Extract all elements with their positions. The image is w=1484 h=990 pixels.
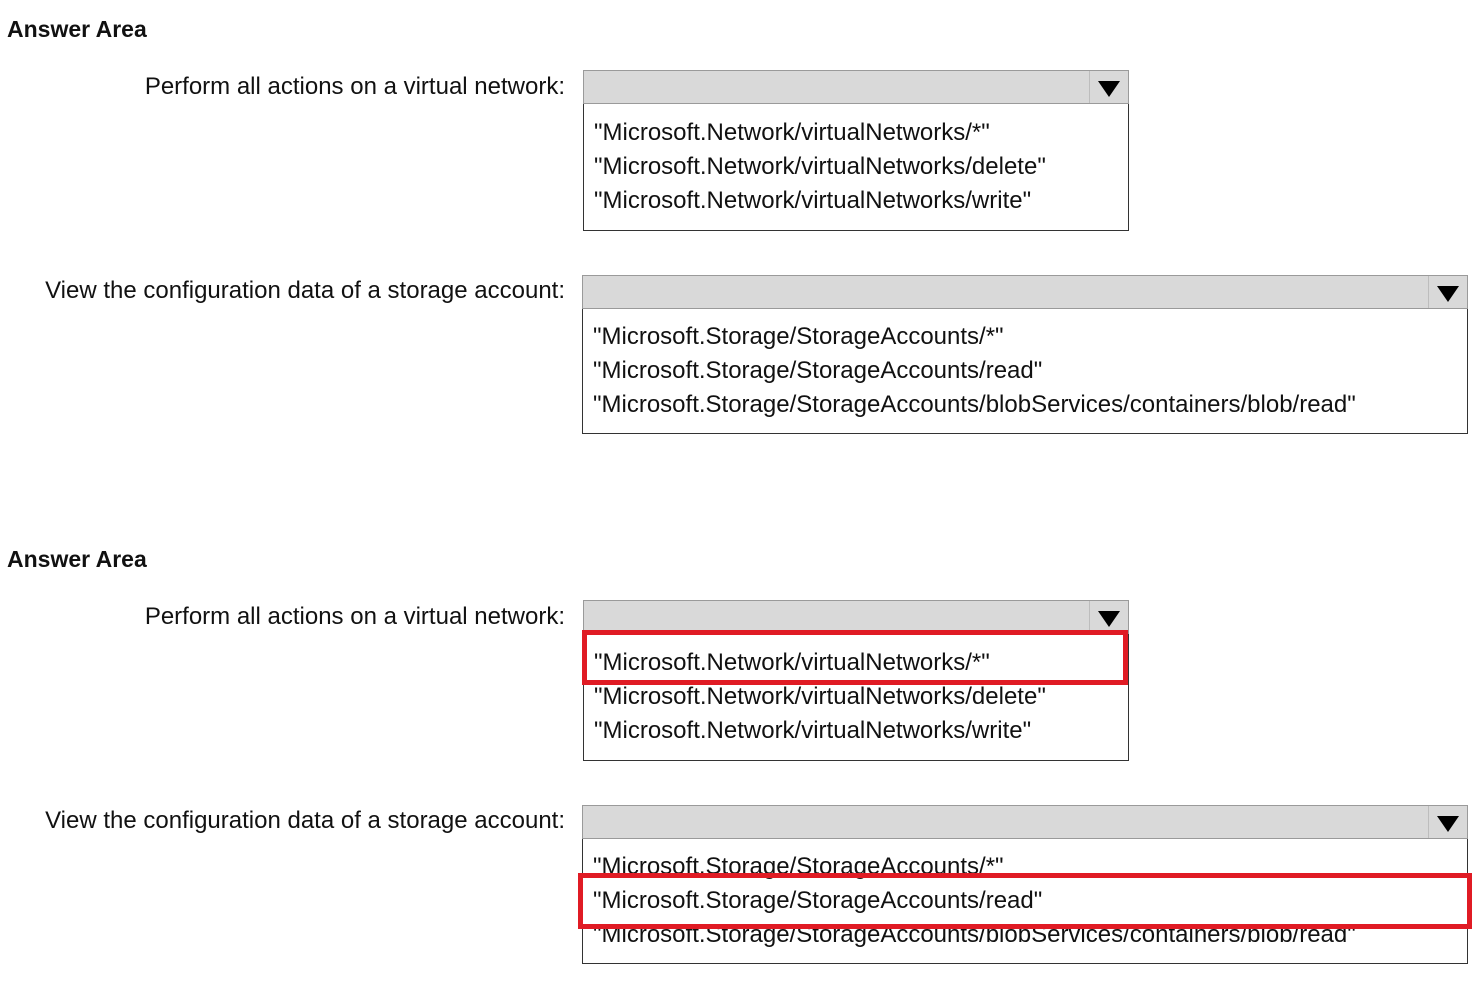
dropdown-option[interactable]: "Microsoft.Storage/StorageAccounts/read": [593, 887, 1043, 914]
dropdown-options-list: [583, 634, 1129, 761]
dropdown-option[interactable]: "Microsoft.Network/virtualNetworks/write…: [594, 717, 1032, 744]
dropdown-option[interactable]: "Microsoft.Network/virtualNetworks/delet…: [594, 683, 1046, 710]
selected-answer-highlight: [578, 873, 1472, 929]
dropdown-options-list: [583, 104, 1129, 231]
dropdown-option[interactable]: "Microsoft.Storage/StorageAccounts/*": [593, 323, 1004, 350]
question-label: Perform all actions on a virtual network…: [144, 73, 565, 100]
dropdown-select[interactable]: [582, 275, 1468, 434]
dropdown-option[interactable]: "Microsoft.Network/virtualNetworks/delet…: [594, 153, 1046, 180]
question-label: View the configuration data of a storage…: [45, 277, 565, 304]
dropdown-header[interactable]: [583, 600, 1129, 634]
dropdown-option[interactable]: "Microsoft.Network/virtualNetworks/*": [594, 649, 990, 676]
dropdown-option[interactable]: "Microsoft.Network/virtualNetworks/write…: [594, 187, 1032, 214]
dropdown-options-list: [582, 309, 1468, 434]
answer-area-title: Answer Area: [7, 16, 147, 42]
dropdown-select[interactable]: [583, 600, 1129, 761]
chevron-down-icon[interactable]: [1428, 806, 1467, 838]
dropdown-select[interactable]: [583, 70, 1129, 231]
dropdown-header[interactable]: [583, 70, 1129, 104]
dropdown-option[interactable]: "Microsoft.Network/virtualNetworks/*": [594, 119, 990, 146]
answer-area-title: Answer Area: [7, 546, 147, 572]
chevron-down-icon[interactable]: [1428, 276, 1467, 308]
question-label: View the configuration data of a storage…: [45, 807, 565, 834]
selected-answer-highlight: [582, 630, 1128, 685]
question-label: Perform all actions on a virtual network…: [144, 603, 565, 630]
chevron-down-icon[interactable]: [1089, 601, 1128, 633]
dropdown-select[interactable]: [582, 805, 1468, 964]
chevron-down-icon[interactable]: [1089, 71, 1128, 103]
dropdown-option[interactable]: "Microsoft.Storage/StorageAccounts/blobS…: [593, 391, 1356, 418]
dropdown-option[interactable]: "Microsoft.Storage/StorageAccounts/read": [593, 357, 1043, 384]
dropdown-header[interactable]: [582, 275, 1468, 309]
dropdown-options-list: [582, 839, 1468, 964]
dropdown-header[interactable]: [582, 805, 1468, 839]
